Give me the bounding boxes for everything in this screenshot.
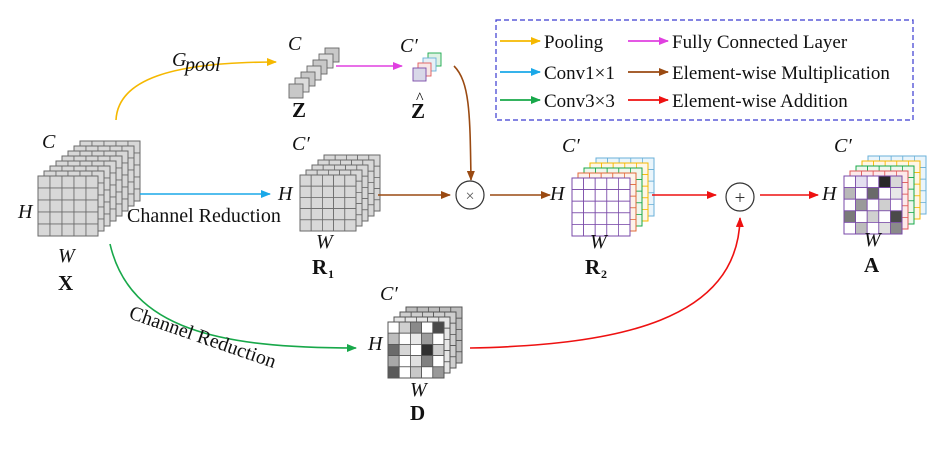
r2-title: R — [585, 255, 601, 279]
r2-subscript: 2 — [601, 267, 607, 281]
stack-layer — [299, 174, 357, 232]
r1-subscript: 1 — [328, 267, 334, 281]
feature-map-d — [387, 306, 463, 379]
feature-map-a — [843, 155, 927, 235]
legend-border — [495, 19, 914, 121]
d-width-label: W — [410, 379, 429, 401]
legend-label-pooling: Pooling — [544, 32, 604, 53]
legend-label-conv1: Conv1×1 — [544, 63, 615, 84]
a-title: A — [864, 253, 880, 277]
r1-channel-label: C′ — [292, 133, 310, 155]
x-title: X — [58, 271, 73, 295]
channel-reduction-bottom-label: Channel Reduction — [126, 302, 279, 373]
zhat-accent: ^ — [416, 90, 424, 107]
r2-channel-label: C′ — [562, 135, 580, 157]
legend-label-conv3: Conv3×3 — [544, 91, 615, 112]
r2-height-label: H — [549, 183, 566, 205]
a-channel-label: C′ — [834, 135, 852, 157]
gpool-label: G — [172, 49, 187, 71]
r1-title: R — [312, 255, 328, 279]
legend-label-mult: Element-wise Multiplication — [672, 63, 890, 84]
arrow-zhat-to-mult — [453, 65, 475, 181]
multiply-symbol: × — [465, 188, 474, 205]
channel-square — [288, 83, 304, 99]
stack-layer — [571, 177, 631, 237]
a-height-label: H — [821, 183, 838, 205]
r2-width-label: W — [590, 231, 609, 253]
zhat-title: Z — [411, 99, 425, 123]
zhat-channel-label: C′ — [400, 35, 418, 57]
channel-reduction-top-label: Channel Reduction — [127, 205, 281, 227]
d-height-label: H — [367, 333, 384, 355]
stack-layer — [37, 175, 99, 237]
gpool-subscript: pool — [183, 54, 221, 76]
channel-square — [412, 67, 427, 82]
r1-width-label: W — [316, 231, 335, 253]
legend-label-add: Element-wise Addition — [672, 91, 848, 112]
x-width-label: W — [58, 245, 77, 267]
multiply-operator: × — [455, 180, 485, 210]
arrow-d-to-add — [469, 217, 744, 349]
x-channel-label: C — [42, 131, 56, 153]
feature-map-r2 — [571, 157, 655, 237]
feature-map-z — [288, 47, 340, 99]
d-title: D — [410, 401, 425, 425]
feature-map-z-hat — [412, 52, 442, 82]
arrow-conv3 — [109, 243, 357, 352]
stack-layer — [387, 321, 445, 379]
z-title: Z — [292, 98, 306, 122]
feature-map-x — [37, 140, 141, 237]
add-symbol: + — [735, 188, 746, 209]
stack-layer — [843, 175, 903, 235]
a-width-label: W — [864, 229, 883, 251]
d-channel-label: C′ — [380, 283, 398, 305]
r1-height-label: H — [277, 183, 294, 205]
arrows — [109, 58, 819, 352]
add-operator: + — [725, 182, 755, 212]
legend: Pooling Fully Connected Layer Conv1×1 El… — [495, 19, 914, 121]
legend-label-fc: Fully Connected Layer — [672, 32, 848, 53]
z-channel-label: C — [288, 33, 302, 55]
x-height-label: H — [17, 201, 34, 223]
arrow-gpool — [115, 58, 277, 121]
feature-map-r1 — [299, 154, 381, 232]
